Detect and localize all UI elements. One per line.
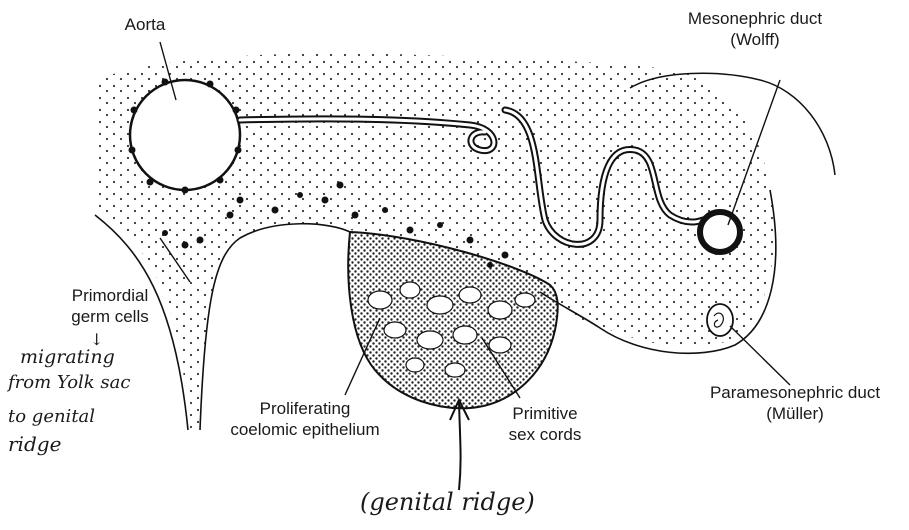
genital-ridge-arrow <box>450 400 469 490</box>
label-prolif-line2: coelomic epithelium <box>220 419 390 440</box>
paramesonephric-duct <box>707 304 733 336</box>
label-primordial-line2: germ cells <box>40 306 180 327</box>
handwritten-genital-ridge: (genital ridge) <box>360 488 535 516</box>
mesonephric-duct <box>700 212 740 252</box>
label-paramesonephric-line1: Paramesonephric duct <box>690 382 900 403</box>
label-prolif-line1: Proliferating <box>220 398 390 419</box>
label-mesonephric-line1: Mesonephric duct <box>660 8 850 29</box>
handwritten-line3: to genital <box>8 406 95 427</box>
label-primordial-line1: Primordial <box>40 285 180 306</box>
label-mesonephric-line2: (Wolff) <box>660 29 850 50</box>
label-primitive-line1: Primitive <box>490 403 600 424</box>
label-primitive-line2: sex cords <box>490 424 600 445</box>
label-mesonephric-duct: Mesonephric duct (Wolff) <box>660 8 850 50</box>
label-primordial-germ-cells: Primordial germ cells <box>40 285 180 327</box>
label-primitive-sex-cords: Primitive sex cords <box>490 403 600 445</box>
label-proliferating-epithelium: Proliferating coelomic epithelium <box>220 398 390 440</box>
aorta-vessel <box>130 80 240 190</box>
handwritten-line1: migrating <box>20 346 115 368</box>
label-paramesonephric-line2: (Müller) <box>690 403 900 424</box>
handwritten-line2: from Yolk sac <box>8 372 130 393</box>
handwritten-line4: ridge <box>8 432 61 456</box>
label-aorta: Aorta <box>110 14 180 35</box>
label-paramesonephric-duct: Paramesonephric duct (Müller) <box>690 382 900 424</box>
